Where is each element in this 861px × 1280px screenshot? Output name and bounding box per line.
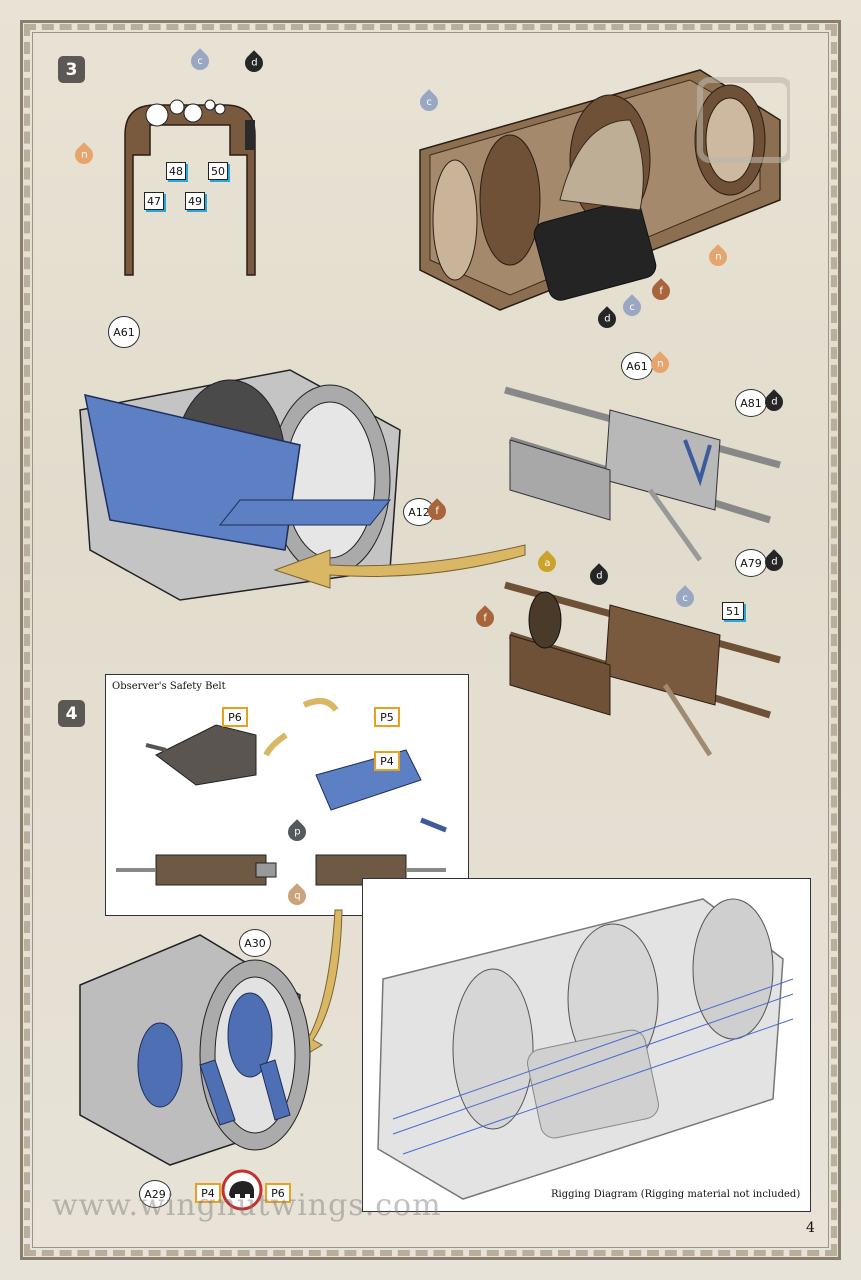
panel-title: Observer's Safety Belt	[112, 681, 226, 692]
elephant-icon	[221, 1169, 263, 1211]
side-panel-painted-drawing	[504, 581, 781, 757]
safety-belt-panel: Observer's Safety Belt P6 P5 P4 p q	[105, 674, 469, 916]
observer-seat-frame-drawing	[79, 934, 311, 1166]
callout-a61: A61	[108, 316, 140, 348]
callout-a29: A29	[139, 1180, 171, 1208]
side-panel-grey-drawing	[504, 386, 781, 562]
watermark: www.wingnutwings.com	[52, 1188, 442, 1223]
part-number-51: 51	[722, 602, 744, 620]
assembly-arrow	[273, 544, 526, 589]
part-number-47: 47	[144, 192, 164, 210]
pe-part-p5: P5	[374, 707, 400, 727]
page-border-inner	[32, 32, 829, 1248]
callout-a30: A30	[239, 929, 271, 957]
callout-a79: A79	[735, 549, 767, 577]
rigging-caption: Rigging Diagram (Rigging material not in…	[551, 1189, 801, 1200]
pe-part-p6: P6	[222, 707, 248, 727]
callout-a61: A61	[621, 352, 653, 380]
pe-part-p6: P6	[265, 1183, 291, 1203]
pe-part-p4: P4	[195, 1183, 221, 1203]
pe-part-p4: P4	[374, 751, 400, 771]
step-number-4: 4	[58, 700, 85, 727]
rigging-diagram-drawing	[377, 898, 794, 1200]
part-number-48: 48	[166, 162, 186, 180]
fuselage-frame-highlight-drawing	[79, 369, 401, 601]
page-border-hatch	[24, 24, 837, 1256]
part-number-50: 50	[208, 162, 228, 180]
step-number-3: 3	[58, 56, 85, 83]
cockpit-frame-drawing	[419, 69, 790, 311]
callout-a81: A81	[735, 389, 767, 417]
page-border	[20, 20, 841, 1260]
part-number-49: 49	[185, 192, 205, 210]
page-number: 4	[806, 1220, 815, 1236]
instrument-panel-drawing	[124, 99, 256, 276]
rigging-diagram-panel: Rigging Diagram (Rigging material not in…	[362, 878, 811, 1212]
